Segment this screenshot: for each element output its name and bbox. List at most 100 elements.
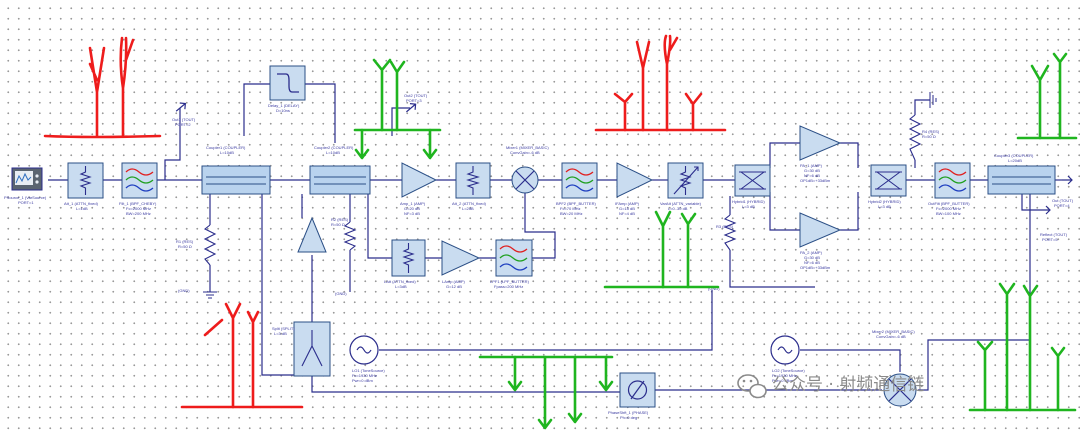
svg-text:ConvGain=-6 dB: ConvGain=-6 dB — [876, 334, 906, 339]
svg-text:Fc=1930 MHz: Fc=1930 MHz — [352, 373, 377, 378]
svg-text:Split (SPLIT): Split (SPLIT) — [272, 326, 295, 331]
svg-text:BPF2 (BPF_BUTTER): BPF2 (BPF_BUTTER) — [556, 201, 596, 206]
svg-text:L=3 dB: L=3 dB — [742, 204, 755, 209]
svg-text:(GND): (GND) — [708, 286, 720, 291]
svg-text:G=30 dB: G=30 dB — [804, 168, 820, 173]
svg-text:G=12 dB: G=12 dB — [446, 284, 462, 289]
svg-text:L=3 dB: L=3 dB — [878, 204, 891, 209]
svg-text:Out2 (TOUT): Out2 (TOUT) — [404, 93, 428, 98]
svg-text:L=1dB: L=1dB — [76, 206, 88, 211]
attenuator-lower[interactable]: LAtt (ATTN_fixed) L=3dB — [384, 239, 426, 289]
svg-text:L=10dB: L=10dB — [326, 150, 340, 155]
hybrid-2[interactable]: Hybrid2 (HYBRID) L=3 dB — [868, 164, 907, 209]
svg-text:Reflect (TOUT): Reflect (TOUT) — [1040, 232, 1068, 237]
amplifier-2[interactable]: IFAmp (AMP) G=15 dB NF=4 dB — [615, 162, 654, 216]
svg-text:Amp_1 (AMP): Amp_1 (AMP) — [400, 201, 426, 206]
amplifier-lower[interactable]: LAmp (AMP) G=12 dB — [441, 240, 481, 289]
svg-text:L=0..30 dB: L=0..30 dB — [668, 206, 688, 211]
watermark: 公众号 · 射频通信链 — [737, 374, 924, 399]
svg-text:Coupler1 (COUPLER): Coupler1 (COUPLER) — [206, 145, 246, 150]
coupler-3[interactable]: Coupler3 (COUPLER) L=20dB — [987, 153, 1056, 195]
svg-text:Att_1 (ATTN_fixed): Att_1 (ATTN_fixed) — [64, 201, 99, 206]
svg-text:Out1 (TOUT): Out1 (TOUT) — [172, 117, 196, 122]
svg-text:Mixer1 (MIXER_BASIC): Mixer1 (MIXER_BASIC) — [506, 145, 549, 150]
bandpass-filter-2[interactable]: BPF2 (BPF_BUTTER) Fc=70 MHz BW=20 MHz — [556, 162, 598, 216]
svg-text:Coupler3 (COUPLER): Coupler3 (COUPLER) — [994, 153, 1034, 158]
svg-text:PA_2 (AMP): PA_2 (AMP) — [800, 250, 823, 255]
reflect-port[interactable]: Reflect (TOUT) PORT=5 — [1040, 205, 1068, 242]
svg-text:L=20dB: L=20dB — [1008, 158, 1022, 163]
output-port-1[interactable]: Out1 (TOUT) PORT=2 — [172, 100, 196, 127]
ground-1: (GND) — [178, 288, 217, 299]
svg-text:PORT=5: PORT=5 — [1042, 237, 1058, 242]
svg-text:NF=6 dB: NF=6 dB — [804, 260, 820, 265]
svg-text:IFAmp (AMP): IFAmp (AMP) — [615, 201, 640, 206]
resistor-3[interactable]: R3 (RES) (GND) — [708, 214, 737, 291]
signal-source[interactable]: PSource_1 (VarSource) PORT=1 — [4, 167, 47, 205]
amplifier-1[interactable]: Amp_1 (AMP) G=20 dB NF=3 dB — [400, 162, 438, 216]
svg-text:BW=100 MHz: BW=100 MHz — [936, 211, 961, 216]
svg-text:R1 (RES): R1 (RES) — [176, 239, 194, 244]
attenuator-1[interactable]: Att_1 (ATTN_fixed) L=1dB — [64, 162, 104, 211]
svg-text:R=50 Ω: R=50 Ω — [178, 244, 192, 249]
output-port-3[interactable]: Out (TOUT) PORT=4 — [1052, 175, 1074, 208]
svg-text:D=10ns: D=10ns — [276, 108, 290, 113]
amplifier-vertical[interactable] — [297, 216, 327, 253]
svg-text:PhaseShft_1 (PHASE): PhaseShft_1 (PHASE) — [608, 410, 649, 415]
svg-text:BW=20 MHz: BW=20 MHz — [560, 211, 583, 216]
wires — [48, 83, 1062, 393]
svg-text:G=15 dB: G=15 dB — [619, 206, 635, 211]
coupler-2[interactable]: Coupler2 (COUPLER) L=10dB — [309, 145, 371, 195]
hybrid-1[interactable]: Hybrid1 (HYBRID) L=3 dB — [732, 164, 771, 209]
svg-text:Ph=0 deg: Ph=0 deg — [620, 415, 637, 420]
power-amplifier-1[interactable]: PA_1 (AMP) G=30 dB NF=6 dB OP1dB=+33dBm — [799, 125, 842, 183]
svg-text:Hybrid2 (HYBRID): Hybrid2 (HYBRID) — [868, 199, 901, 204]
svg-text:Pwr=0 dBm: Pwr=0 dBm — [352, 378, 373, 383]
resistor-4[interactable]: R4 (RES) R=50 Ω — [908, 92, 940, 161]
svg-text:Hybrid1 (HYBRID): Hybrid1 (HYBRID) — [732, 199, 765, 204]
coupler-1[interactable]: Coupler1 (COUPLER) L=10dB — [201, 145, 271, 195]
svg-text:Pwr=0 dBm: Pwr=0 dBm — [772, 378, 793, 383]
delay-block[interactable]: Delay_1 (DELAY) D=10ns — [268, 65, 306, 113]
svg-text:LAmp (AMP): LAmp (AMP) — [442, 279, 466, 284]
source-label: PSource_1 (VarSource) — [4, 195, 47, 200]
resistor-2[interactable]: R2 (RES) R=50 Ω (GND) — [331, 217, 357, 296]
svg-text:G=30 dB: G=30 dB — [804, 255, 820, 260]
variable-attenuator[interactable]: VarAtt (ATTN_variable) L=0..30 dB — [660, 162, 704, 211]
svg-text:Fpass=200 MHz: Fpass=200 MHz — [494, 284, 523, 289]
svg-text:PORT=2: PORT=2 — [175, 122, 191, 127]
bandpass-filter-3[interactable]: OutFilt (BPF_BUTTER) Fc=2000 MHz BW=100 … — [928, 162, 971, 216]
attenuator-2[interactable]: Att_2 (ATTN_fixed) L=2dB — [452, 162, 491, 211]
local-oscillator-2[interactable]: LO2 (ToneSource) Fc=1930 MHz Pwr=0 dBm — [770, 335, 805, 383]
svg-text:L=3dB: L=3dB — [395, 284, 407, 289]
source-port: PORT=1 — [18, 200, 34, 205]
svg-text:LO2 (ToneSource): LO2 (ToneSource) — [772, 368, 805, 373]
svg-text:PORT=4: PORT=4 — [1054, 203, 1070, 208]
output-port-2[interactable]: Out2 (TOUT) PORT=3 — [404, 93, 428, 115]
bandpass-filter-1[interactable]: Filt_1 (BPF_CHEBY) Fc=2000 MHz BW=200 MH… — [119, 162, 158, 216]
svg-text:NF=4 dB: NF=4 dB — [619, 211, 635, 216]
lowpass-filter[interactable]: LPF1 (LPF_BUTTER) Fpass=200 MHz — [490, 239, 533, 289]
power-amplifier-2[interactable]: PA_2 (AMP) G=30 dB NF=6 dB OP1dB=+33dBm — [799, 212, 842, 270]
phase-shifter[interactable]: PhaseShft_1 (PHASE) Ph=0 deg — [608, 372, 656, 420]
local-oscillator-1[interactable]: LO1 (ToneSource) Fc=1930 MHz Pwr=0 dBm — [349, 335, 385, 383]
svg-text:VarAtt (ATTN_variable): VarAtt (ATTN_variable) — [660, 201, 702, 206]
svg-text:LO1 (ToneSource): LO1 (ToneSource) — [352, 368, 385, 373]
svg-text:R4 (RES): R4 (RES) — [922, 129, 940, 134]
svg-text:OP1dB=+33dBm: OP1dB=+33dBm — [800, 178, 831, 183]
svg-text:NF=3 dB: NF=3 dB — [404, 211, 420, 216]
svg-text:OP1dB=+33dBm: OP1dB=+33dBm — [800, 265, 831, 270]
mixer-2[interactable]: Mixer2 (MIXER_BASIC) ConvGain=-6 dB — [872, 329, 917, 407]
svg-text:L=2dB: L=2dB — [462, 206, 474, 211]
resistor-1[interactable]: R1 (RES) R=50 Ω — [176, 224, 217, 266]
svg-text:Fc=2000 MHz: Fc=2000 MHz — [936, 206, 961, 211]
svg-text:LPF1 (LPF_BUTTER): LPF1 (LPF_BUTTER) — [490, 279, 530, 284]
svg-text:Filt_1 (BPF_CHEBY): Filt_1 (BPF_CHEBY) — [119, 201, 157, 206]
splitter[interactable]: Split (SPLIT) L=3 dB — [272, 321, 331, 377]
svg-text:Mixer2 (MIXER_BASIC): Mixer2 (MIXER_BASIC) — [872, 329, 915, 334]
svg-text:Att_2 (ATTN_fixed): Att_2 (ATTN_fixed) — [452, 201, 487, 206]
green-annotations — [353, 52, 1078, 430]
mixer-1[interactable]: Mixer1 (MIXER_BASIC) ConvGain=-6 dB — [506, 145, 549, 194]
svg-text:Coupler2 (COUPLER): Coupler2 (COUPLER) — [314, 145, 354, 150]
